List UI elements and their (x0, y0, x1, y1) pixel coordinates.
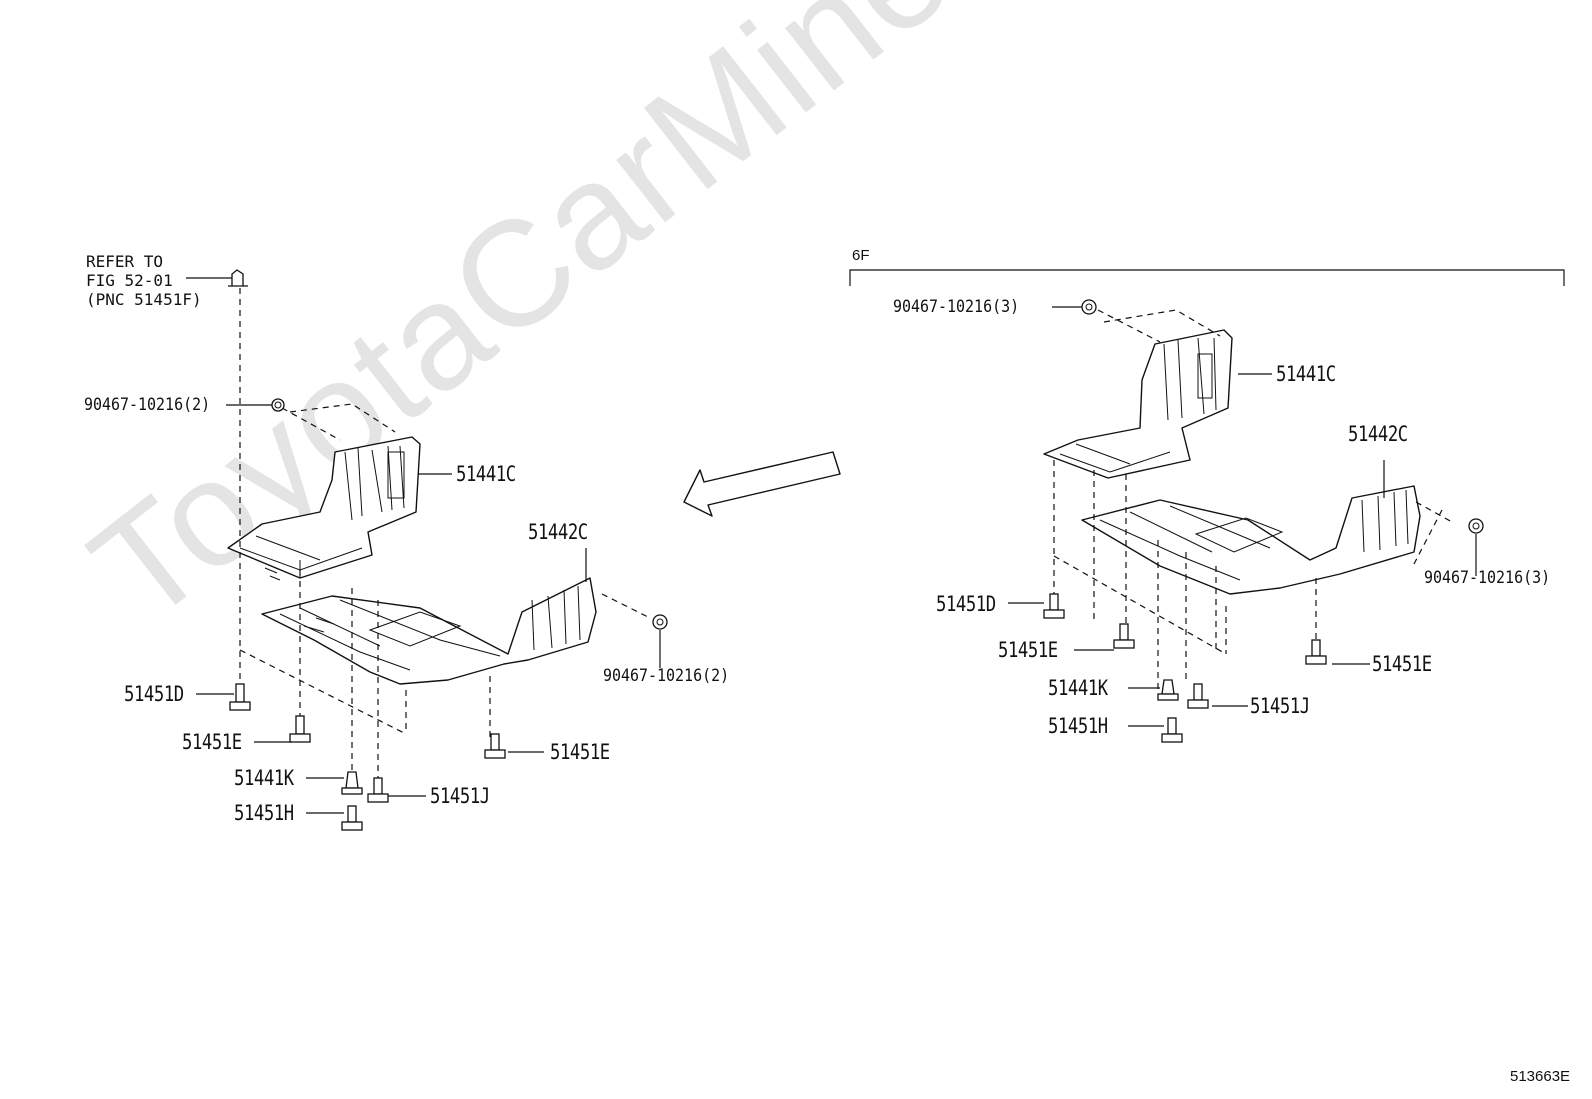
right-nut-a-icon (1081, 299, 1097, 315)
right-nut-b-icon (1468, 518, 1484, 534)
left-clip-k-icon (341, 771, 363, 795)
right-nut-b-label: 90467-10216(3) (1424, 568, 1551, 588)
left-screw-d-label: 51451D (124, 682, 184, 706)
right-screw-e1-label: 51451E (998, 638, 1058, 662)
left-upper-cover-label: 51441C (456, 462, 516, 486)
left-assembly (186, 269, 668, 831)
right-lower-cover-label: 51442C (1348, 422, 1408, 446)
right-clip-k-icon (1157, 679, 1179, 701)
right-screw-d-icon (1043, 593, 1065, 619)
right-leaders (1008, 306, 1477, 727)
direction-arrow (683, 451, 841, 517)
left-leaders (186, 277, 661, 814)
right-screw-j-label: 51451J (1250, 694, 1310, 718)
right-screw-dashes (1053, 460, 1317, 690)
left-nut-b-icon (652, 614, 668, 630)
right-screw-h-label: 51451H (1048, 714, 1108, 738)
left-screw-j-icon (367, 777, 389, 803)
right-nut-a-label: 90467-10216(3) (893, 297, 1020, 317)
left-refer-line2: FIG 52-01 (86, 271, 173, 290)
left-refer-note: REFER TO FIG 52-01 (PNC 51451F) (86, 252, 202, 309)
left-screw-e1-label: 51451E (182, 730, 242, 754)
left-refer-clip-icon (228, 269, 248, 287)
left-nut-b-label: 90467-10216(2) (603, 666, 730, 686)
left-refer-line1: REFER TO (86, 252, 164, 271)
left-nut-a-label: 90467-10216(2) (84, 395, 211, 415)
left-screw-h-icon (341, 805, 363, 831)
left-screw-h-label: 51451H (234, 801, 294, 825)
left-screw-e1-icon (289, 715, 311, 743)
right-assembly (849, 269, 1565, 743)
left-upper-cover-shape (227, 436, 421, 581)
right-screw-e2-icon (1305, 639, 1327, 665)
right-screw-d-label: 51451D (936, 592, 996, 616)
right-screw-e1-icon (1113, 623, 1135, 649)
left-screw-e2-icon (484, 733, 506, 759)
right-bracket-line (849, 269, 1565, 286)
right-lower-cover-shape (1081, 485, 1421, 595)
left-screw-d-icon (229, 683, 251, 711)
right-screw-j-icon (1187, 683, 1209, 709)
figure-id: 513663E (1510, 1068, 1571, 1085)
right-screw-e2-label: 51451E (1372, 652, 1432, 676)
left-refer-line3: (PNC 51451F) (86, 290, 202, 309)
left-nut-a-icon (271, 398, 285, 412)
left-lower-cover-label: 51442C (528, 520, 588, 544)
right-upper-cover-shape (1043, 329, 1233, 479)
right-upper-cover-label: 51441C (1276, 362, 1336, 386)
left-nut-dash (281, 403, 396, 441)
left-screw-dashes (239, 570, 651, 780)
left-lower-cover-shape (261, 577, 597, 685)
left-screw-e2-label: 51451E (550, 740, 610, 764)
right-nut-dash (1097, 309, 1453, 565)
right-bracket-label: 6F (852, 247, 870, 264)
right-screw-h-icon (1161, 717, 1183, 743)
left-screw-j-label: 51451J (430, 784, 490, 808)
left-clip-k-label: 51441K (234, 766, 294, 790)
right-clip-k-label: 51441K (1048, 676, 1108, 700)
